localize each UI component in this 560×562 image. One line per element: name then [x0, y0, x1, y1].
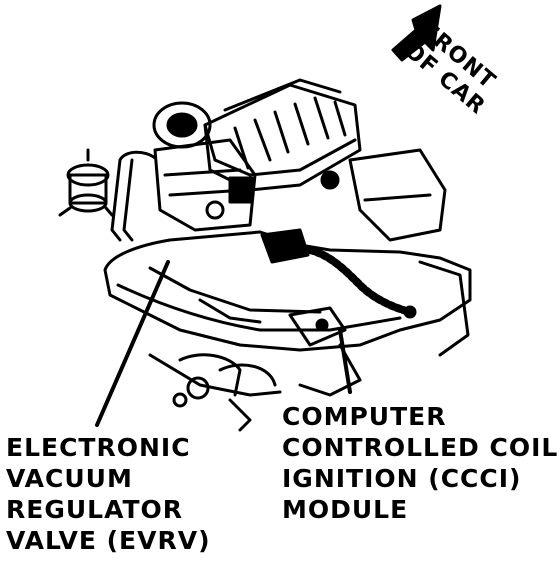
evrv-callout-line-4: VALVE (EVRV) [6, 526, 211, 555]
evrv-callout-line-2: VACUUM [6, 464, 133, 493]
air-cleaner [203, 78, 362, 192]
front-arrow-icon [391, 4, 442, 62]
throttle-body [153, 138, 257, 232]
ccci-callout-line-2: CONTROLLED COIL [282, 433, 559, 462]
evrv-callout-line-3: REGULATOR [6, 495, 184, 524]
ccci-leader-line [338, 328, 352, 394]
canister [152, 101, 212, 149]
evrv-callout-line-1: ELECTRONIC [6, 433, 191, 462]
evrv-valve [58, 148, 114, 217]
ccci-module [288, 306, 347, 347]
ccci-callout: COMPUTER CONTROLLED COIL IGNITION (CCCI)… [282, 401, 558, 525]
evrv-leader-line [95, 260, 170, 427]
right-components [320, 148, 447, 242]
ccci-harness [260, 228, 417, 319]
vacuum-hose [110, 150, 157, 242]
evrv-callout: ELECTRONIC VACUUM REGULATOR VALVE (EVRV) [6, 432, 211, 556]
ccci-callout-line-4: MODULE [282, 495, 409, 524]
ccci-callout-line-1: COMPUTER [282, 402, 447, 431]
ccci-callout-line-3: IGNITION (CCCI) [282, 464, 522, 493]
